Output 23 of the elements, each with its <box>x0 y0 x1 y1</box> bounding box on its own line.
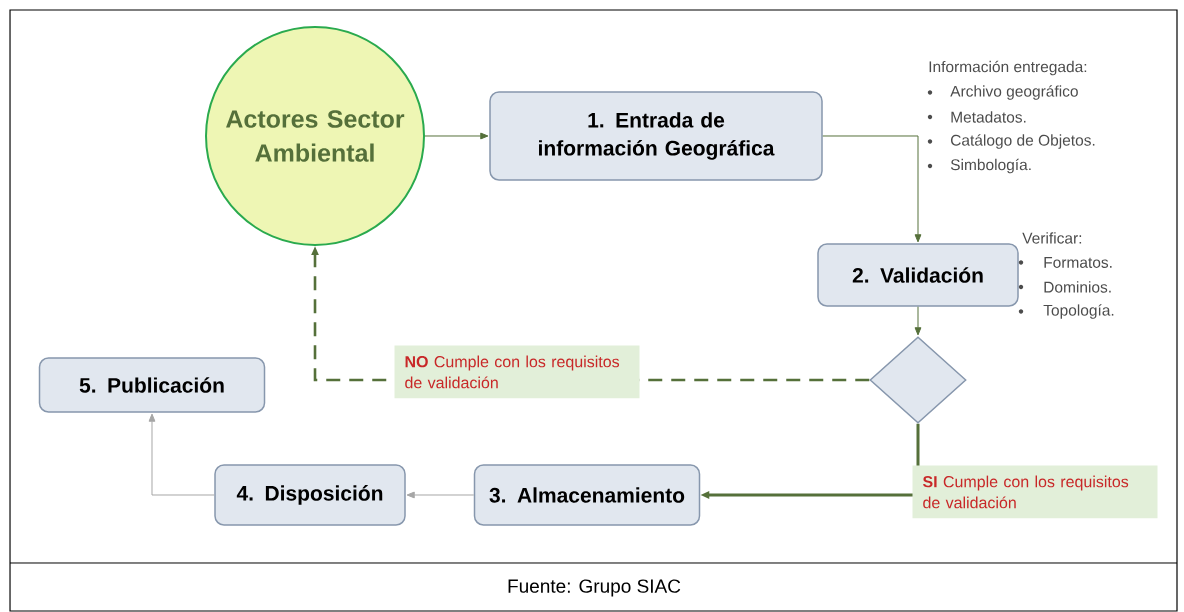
list-item: Metadatos. <box>951 111 1026 123</box>
arrow <box>822 135 922 243</box>
list-heading: Verificar: <box>1022 232 1082 244</box>
arrow <box>914 306 922 336</box>
process-box: 5. Publicación <box>38 357 266 413</box>
edge-label: NO Cumple con los requisitos de validación <box>394 345 640 399</box>
edge-label: SI Cumple con los requisitos de validación <box>912 465 1158 519</box>
decision-diamond <box>869 336 967 424</box>
arrow <box>148 413 215 496</box>
list-item: Formatos. <box>1044 257 1112 268</box>
list-item: Topología. <box>1043 304 1114 319</box>
list-item: Simbología. <box>950 158 1031 174</box>
list-item: Archivo geográfico <box>950 85 1078 100</box>
arrow <box>424 132 489 140</box>
list-item: Dominios. <box>1044 281 1111 293</box>
process-box: 3. Almacenamiento <box>473 464 701 526</box>
list-item: Catálogo de Objetos. <box>951 134 1095 149</box>
list-heading: Información entregada: <box>929 60 1087 76</box>
caption: Fuente: Grupo SIAC <box>508 579 681 597</box>
process-box: 4. Disposición <box>214 464 406 526</box>
arrow <box>406 491 475 499</box>
process-box: 2. Validación <box>817 243 1019 307</box>
process-box: 1. Entrada de información Geográfica <box>489 91 823 181</box>
